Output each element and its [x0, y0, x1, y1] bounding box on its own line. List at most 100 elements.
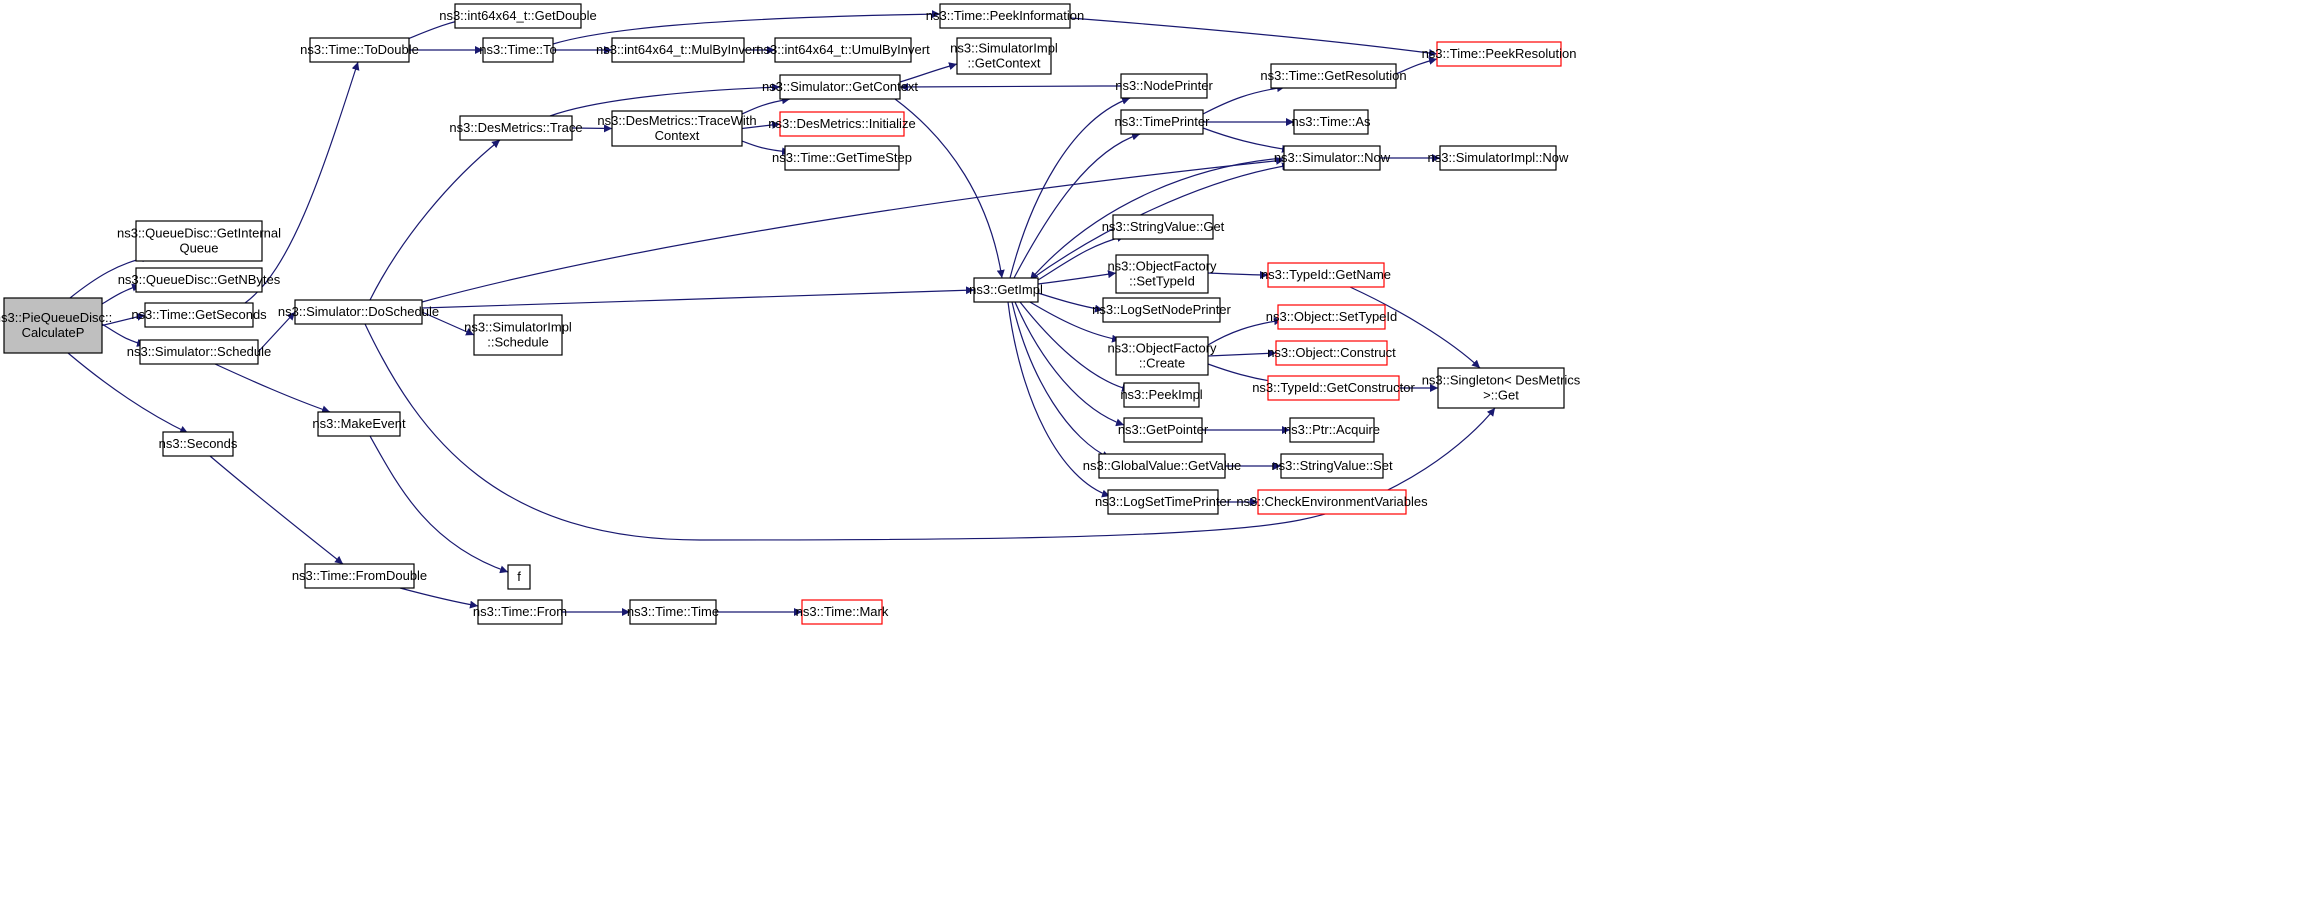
edge-desmetrics_tracewithcontext-to-simulator_getcontext: [741, 96, 791, 115]
node-time-to[interactable]: ns3::Time::To: [479, 37, 557, 63]
node-simulator-schedule[interactable]: ns3::Simulator::Schedule: [127, 339, 272, 365]
node-label: Context: [655, 128, 700, 143]
node-box: [144, 302, 254, 328]
node-box: [939, 3, 1071, 29]
node-box: [611, 37, 745, 63]
edge-simulator_doschedule-to-getimpl: [421, 286, 975, 309]
edge-getimpl-to-globalvalue_getvalue: [1011, 301, 1111, 459]
node-label: ns3::GlobalValue::GetValue: [1083, 458, 1242, 473]
node-object-construct[interactable]: ns3::Object::Construct: [1267, 340, 1396, 366]
node-simulatorimpl-schedule[interactable]: ns3::SimulatorImpl::Schedule: [464, 314, 572, 356]
node-label: ns3::MakeEvent: [312, 416, 406, 431]
node-object-settypeid[interactable]: ns3::Object::SetTypeId: [1266, 304, 1398, 330]
node-desmetrics-initialize[interactable]: ns3::DesMetrics::Initialize: [768, 111, 916, 137]
node-time-todouble[interactable]: ns3::Time::ToDouble: [300, 37, 419, 63]
node-queuedisc-getnbytes[interactable]: ns3::QueueDisc::GetNBytes: [118, 267, 281, 293]
node-simulator-now[interactable]: ns3::Simulator::Now: [1274, 145, 1391, 171]
node-box: [135, 267, 263, 293]
node-int64-umulbyinvert[interactable]: ns3::int64x64_t::UmulByInvert: [756, 37, 930, 63]
node-label: ns3::Time::GetTimeStep: [772, 150, 912, 165]
node-label: ns3::Time::Time: [627, 604, 719, 619]
node-ptr-acquire[interactable]: ns3::Ptr::Acquire: [1284, 417, 1380, 443]
node-label: ns3::Time::FromDouble: [292, 568, 427, 583]
node-box: [1257, 489, 1407, 515]
node-nodeprinter[interactable]: ns3::NodePrinter: [1115, 73, 1213, 99]
node-getpointer[interactable]: ns3::GetPointer: [1118, 417, 1209, 443]
node-label: ns3::TypeId::GetConstructor: [1252, 380, 1415, 395]
edge-seconds-to-time_fromdouble: [209, 455, 344, 565]
node-time-getseconds[interactable]: ns3::Time::GetSeconds: [131, 302, 267, 328]
edge-typeid_getname-to-singleton_get: [1349, 286, 1481, 369]
node-box: [1102, 297, 1221, 323]
edge-simulator_getcontext-to-getimpl: [894, 98, 1005, 279]
edge-desmetrics_trace-to-desmetrics_tracewithcontext: [571, 124, 613, 133]
node-time-peekresolution[interactable]: ns3::Time::PeekResolution: [1422, 41, 1577, 67]
node-typeid-getconstructor[interactable]: ns3::TypeId::GetConstructor: [1252, 375, 1415, 401]
node-stringvalue-get[interactable]: ns3::StringValue::Get: [1102, 214, 1225, 240]
node-box: [784, 145, 900, 171]
node-time-getresolution[interactable]: ns3::Time::GetResolution: [1260, 63, 1407, 89]
edge-desmetrics_tracewithcontext-to-time_gettimestep: [741, 140, 791, 156]
node-checkenvironmentvariables[interactable]: ns3::CheckEnvironmentVariables: [1236, 489, 1428, 515]
node-simulator-getcontext[interactable]: ns3::Simulator::GetContext: [762, 74, 918, 100]
node-simulatorimpl-getcontext[interactable]: ns3::SimulatorImpl::GetContext: [950, 37, 1058, 75]
node-makeevent[interactable]: ns3::MakeEvent: [312, 411, 406, 437]
node-label: ns3::Simulator::GetContext: [762, 79, 918, 94]
edge-time_getresolution-to-time_peekresolution: [1395, 56, 1438, 75]
node-timeprinter[interactable]: ns3::TimePrinter: [1115, 109, 1211, 135]
node-int64-getdouble[interactable]: ns3::int64x64_t::GetDouble: [439, 3, 597, 29]
node-time-from[interactable]: ns3::Time::From: [473, 599, 567, 625]
node-label: ::GetContext: [968, 56, 1041, 71]
node-singleton-get[interactable]: ns3::Singleton< DesMetrics >::Get: [1422, 367, 1581, 409]
node-label: ns3::Time::GetSeconds: [131, 307, 267, 322]
edge-desmetrics_tracewithcontext-to-desmetrics_initialize: [741, 120, 781, 130]
node-simulator-doschedule[interactable]: ns3::Simulator::DoSchedule: [278, 299, 439, 325]
node-label: ns3::Seconds: [159, 436, 238, 451]
node-label: ns3::StringValue::Set: [1271, 458, 1393, 473]
edge-simulator_doschedule-to-simulator_now: [421, 156, 1285, 303]
node-time-gettimestep[interactable]: ns3::Time::GetTimeStep: [772, 145, 912, 171]
node-label: ns3::Time::From: [473, 604, 567, 619]
node-label: ns3::Object::Construct: [1267, 345, 1396, 360]
node-time-peekinformation[interactable]: ns3::Time::PeekInformation: [926, 3, 1084, 29]
edge-time_fromdouble-to-time_from: [399, 587, 479, 609]
node-box: [629, 599, 717, 625]
node-typeid-getname[interactable]: ns3::TypeId::GetName: [1261, 262, 1391, 288]
node-stringvalue-set[interactable]: ns3::StringValue::Set: [1271, 453, 1393, 479]
node-int64-mulbyinvert[interactable]: ns3::int64x64_t::MulByInvert: [596, 37, 760, 63]
node-logsettimeprinter[interactable]: ns3::LogSetTimePrinter: [1095, 489, 1232, 515]
node-time-mark[interactable]: ns3::Time::Mark: [796, 599, 889, 625]
node-time-time[interactable]: ns3::Time::Time: [627, 599, 719, 625]
node-label: ns3::TypeId::GetName: [1261, 267, 1391, 282]
node-box: [1107, 489, 1219, 515]
node-label: ns3::PeekImpl: [1120, 387, 1202, 402]
node-time-fromdouble[interactable]: ns3::Time::FromDouble: [292, 563, 427, 589]
node-label: ns3::SimulatorImpl: [950, 41, 1058, 56]
edge-simulator_doschedule-to-singleton_get: [364, 323, 1496, 541]
node-box: [1115, 336, 1209, 376]
node-logsetnodeprinter[interactable]: ns3::LogSetNodePrinter: [1092, 297, 1232, 323]
node-f[interactable]: f: [507, 564, 531, 590]
node-box: [1275, 340, 1388, 366]
node-box: [1267, 262, 1385, 288]
node-box: [611, 110, 743, 147]
node-label: ns3::GetImpl: [969, 282, 1043, 297]
node-globalvalue-getvalue[interactable]: ns3::GlobalValue::GetValue: [1083, 453, 1242, 479]
edge-getimpl-to-getpointer: [1014, 301, 1125, 427]
edge-simulator_getcontext-to-simulatorimpl_getcontext: [899, 62, 958, 83]
node-desmetrics-trace[interactable]: ns3::DesMetrics::Trace: [449, 115, 583, 141]
node-simulatorimpl-now[interactable]: ns3::SimulatorImpl::Now: [1428, 145, 1569, 171]
node-peekimpl[interactable]: ns3::PeekImpl: [1120, 382, 1203, 408]
node-box: [1293, 109, 1369, 135]
node-objectfactory-settypeid[interactable]: ns3::ObjectFactory::SetTypeId: [1107, 254, 1217, 294]
node-box: [477, 599, 563, 625]
node-objectfactory-create[interactable]: ns3::ObjectFactory::Create: [1107, 336, 1217, 376]
node-label: ns3::NodePrinter: [1115, 78, 1213, 93]
node-pie-calculatep[interactable]: ns3::PieQueueDisc::CalculateP: [0, 297, 112, 354]
node-getimpl[interactable]: ns3::GetImpl: [969, 277, 1043, 303]
node-time-as[interactable]: ns3::Time::As: [1292, 109, 1371, 135]
edge-getimpl-to-simulator_now: [1029, 162, 1291, 281]
node-seconds[interactable]: ns3::Seconds: [159, 431, 238, 457]
